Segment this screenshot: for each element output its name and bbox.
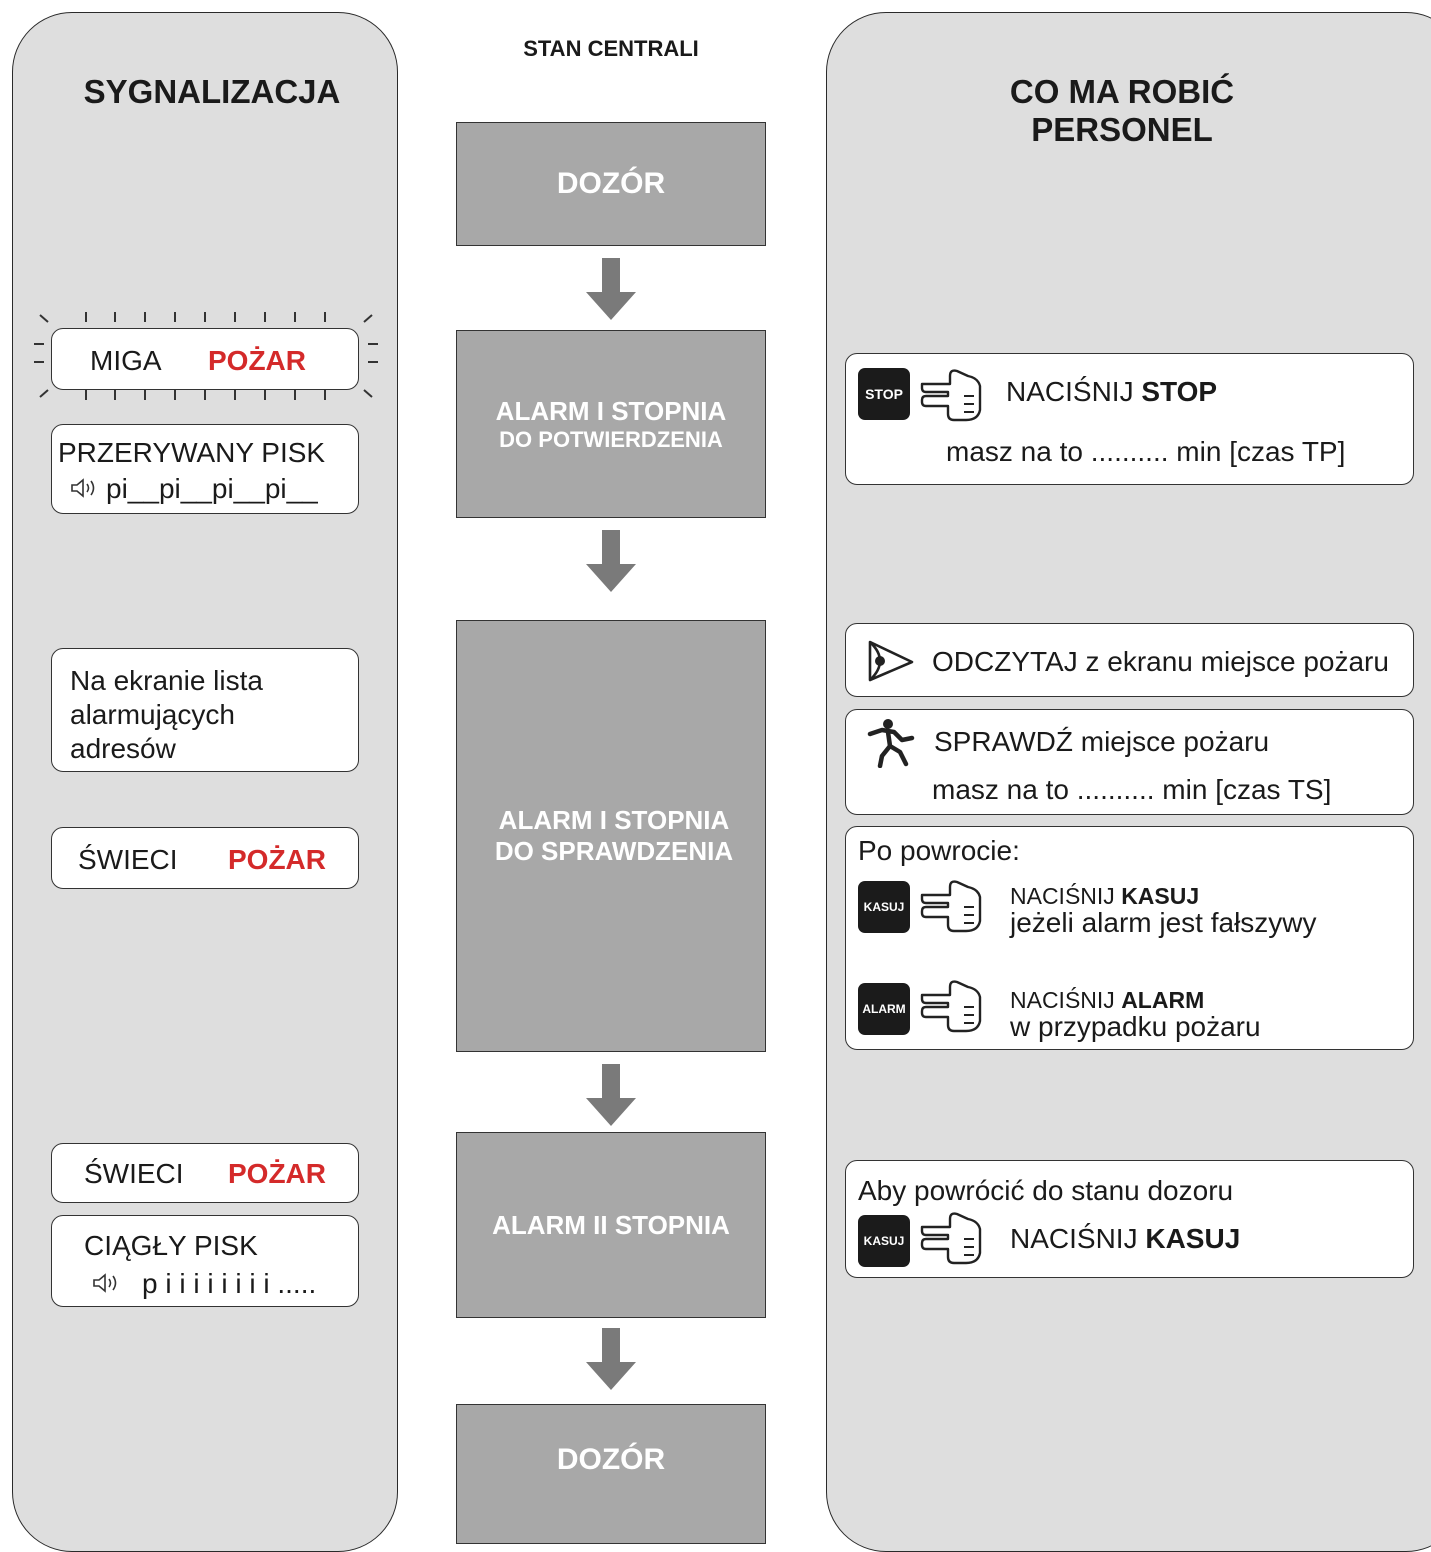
staff-actions-title-2: PERSONEL — [1031, 111, 1213, 148]
fire-case-text: w przypadku pożaru — [1010, 1011, 1261, 1042]
down-arrow-icon — [586, 258, 636, 320]
after-return-title: Po powrocie: — [858, 835, 1020, 866]
pozar-label: POŻAR — [228, 844, 326, 875]
alarm-button[interactable]: ALARM — [858, 983, 910, 1035]
state-alarm1-confirm-line-1: ALARM I STOPNIA — [495, 395, 727, 426]
press-alarm-text: NACIŚNIJ ALARM — [1010, 987, 1204, 1014]
press-label: NACIŚNIJ — [1010, 883, 1115, 909]
speaker-icon — [93, 1273, 117, 1293]
signaling-title: SYGNALIZACJA — [83, 73, 341, 110]
state-supervision-label: DOZÓR — [556, 167, 666, 200]
swieci-label: ŚWIECI — [78, 844, 178, 875]
pozar-label: POŻAR — [228, 1158, 326, 1189]
staff-actions-title-1: CO MA ROBIĆ — [1009, 73, 1235, 110]
down-arrow-icon — [586, 530, 636, 592]
time-tp-text: masz na to .......... min [czas TP] — [946, 436, 1346, 467]
state-alarm1-confirm: ALARM I STOPNIA DO POTWIERDZENIA — [456, 330, 766, 518]
state-supervision-end: DOZÓR — [456, 1404, 766, 1544]
address-list-line-3: adresów — [70, 733, 176, 764]
central-state-title: STAN CENTRALI — [523, 36, 699, 61]
return-to-supervision-box: Aby powrócić do stanu dozoru KASUJ NACIŚ… — [845, 1160, 1414, 1278]
read-rest-label: z ekranu miejsce pożaru — [1077, 646, 1389, 677]
hand-pointing-icon — [920, 369, 982, 422]
press-kasuj-return-text: NACIŚNIJ KASUJ — [1010, 1223, 1240, 1255]
kasuj-button[interactable]: KASUJ — [858, 1215, 910, 1267]
press-kasuj-text: NACIŚNIJ KASUJ — [1010, 883, 1199, 910]
eye-icon — [868, 640, 914, 682]
return-title: Aby powrócić do stanu dozoru — [858, 1175, 1234, 1206]
state-alarm2: ALARM II STOPNIA — [456, 1132, 766, 1318]
pozar-label: POŻAR — [208, 345, 306, 376]
speaker-icon — [71, 478, 95, 498]
intermittent-beep-sound: pi__pi__pi__pi__ — [106, 473, 318, 504]
flashing-fire-indicator: MIGA POŻAR — [51, 328, 359, 390]
stop-button[interactable]: STOP — [858, 368, 910, 420]
address-list-line-2: alarmujących — [70, 699, 235, 730]
press-stop-box: STOP NACIŚNIJ STOP masz na to ..........… — [845, 353, 1414, 485]
hand-pointing-icon — [920, 1212, 982, 1265]
continuous-beep-box: CIĄGŁY PISK p i i i i i i i i ..... — [51, 1215, 359, 1307]
signaling-panel — [12, 12, 398, 1552]
down-arrow-icon — [586, 1328, 636, 1390]
down-arrow-icon — [586, 1064, 636, 1126]
state-supervision: DOZÓR — [456, 122, 766, 246]
check-location-box: SPRAWDŹ miejsce pożaru masz na to ......… — [845, 709, 1414, 815]
flash-rays-icon — [34, 312, 378, 400]
hand-pointing-icon — [920, 880, 982, 933]
swieci-label: ŚWIECI — [84, 1158, 184, 1189]
running-person-icon — [867, 719, 915, 768]
press-stop-text: NACIŚNIJ STOP — [1006, 376, 1217, 408]
state-alarm1-check-line-2: DO SPRAWDZENIA — [494, 836, 734, 866]
continuous-beep-sound: p i i i i i i i i ..... — [142, 1268, 317, 1299]
address-list-line-1: Na ekranie lista — [70, 665, 263, 696]
fire-lit-indicator-2: ŚWIECI POŻAR — [51, 1143, 359, 1203]
false-alarm-text: jeżeli alarm jest fałszywy — [1010, 907, 1317, 938]
time-ts-text: masz na to .......... min [czas TS] — [932, 774, 1332, 805]
press-label: NACIŚNIJ — [1006, 376, 1134, 407]
read-location-text: ODCZYTAJ z ekranu miejsce pożaru — [932, 646, 1389, 678]
stop-label: STOP — [1141, 376, 1218, 407]
kasuj-label: KASUJ — [1121, 883, 1200, 909]
state-alarm1-confirm-line-2: DO POTWIERDZENIA — [499, 426, 723, 452]
intermittent-beep-label: PRZERYWANY PISK — [58, 437, 326, 468]
kasuj-button[interactable]: KASUJ — [858, 881, 910, 933]
press-label: NACIŚNIJ — [1010, 1223, 1138, 1254]
address-list-box: Na ekranie lista alarmujących adresów — [51, 648, 359, 772]
intermittent-beep-box: PRZERYWANY PISK pi__pi__pi__pi__ — [51, 424, 359, 514]
continuous-beep-label: CIĄGŁY PISK — [84, 1230, 258, 1261]
after-return-box: Po powrocie: KASUJ NACIŚNIJ KASUJ jeżeli… — [845, 826, 1414, 1050]
read-location-box: ODCZYTAJ z ekranu miejsce pożaru — [845, 623, 1414, 697]
hand-pointing-icon — [920, 980, 982, 1033]
press-label: NACIŚNIJ — [1010, 987, 1115, 1013]
state-alarm1-check-line-1: ALARM I STOPNIA — [498, 805, 730, 835]
check-location-text: SPRAWDŹ miejsce pożaru — [934, 726, 1270, 757]
state-supervision-end-label: DOZÓR — [556, 1443, 666, 1476]
alarm-label: ALARM — [1121, 987, 1205, 1013]
kasuj-label: KASUJ — [1145, 1223, 1241, 1254]
state-alarm1-check: ALARM I STOPNIA DO SPRAWDZENIA — [456, 620, 766, 1052]
state-alarm2-label: ALARM II STOPNIA — [492, 1209, 730, 1240]
read-label: ODCZYTAJ — [932, 646, 1078, 677]
fire-lit-indicator: ŚWIECI POŻAR — [51, 827, 359, 889]
miga-label: MIGA — [90, 345, 162, 376]
